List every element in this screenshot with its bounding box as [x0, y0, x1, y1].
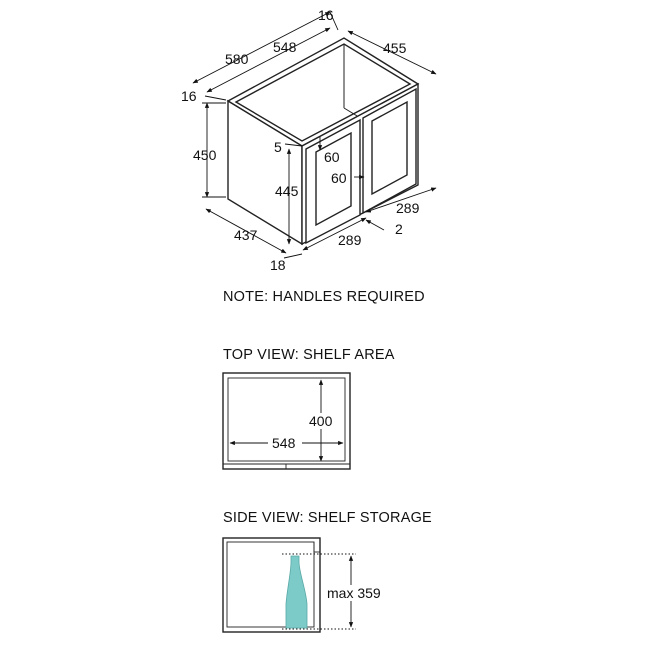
dim-depth: 455: [383, 40, 407, 56]
iso-dimension-labels: 16 548 580 455 16 450 5 60 60 445 437 28…: [181, 7, 420, 273]
dim-door-thickness: 18: [270, 257, 286, 273]
top-view-depth: 400: [309, 413, 333, 429]
dim-bottom-depth: 437: [234, 227, 258, 243]
top-view-outer: [222, 372, 351, 470]
dim-frame-side: 60: [331, 170, 347, 186]
side-view-heading: SIDE VIEW: SHELF STORAGE: [223, 510, 432, 526]
iso-cabinet: [226, 37, 420, 246]
top-view-drawing: [222, 372, 351, 470]
dim-gap-between-doors: 2: [395, 221, 403, 237]
dim-door-width-right: 289: [396, 200, 420, 216]
dim-outer-width: 580: [225, 51, 249, 67]
dim-door-height: 445: [275, 183, 299, 199]
dim-side-panel: 16: [181, 88, 197, 104]
side-view-drawing: [222, 537, 321, 633]
left-door-panel: [315, 131, 352, 227]
side-view-inner: [226, 541, 315, 628]
dim-inner-width: 548: [273, 39, 297, 55]
dim-frame-top: 60: [324, 149, 340, 165]
iso-dimension-lines: [192, 11, 437, 259]
side-view-outer: [222, 537, 321, 633]
dim-height: 450: [193, 147, 217, 163]
dim-door-gap: 5: [274, 139, 282, 155]
top-view-heading: TOP VIEW: SHELF AREA: [223, 347, 395, 363]
note-handles: NOTE: HANDLES REQUIRED: [223, 289, 425, 305]
side-view-max-height: max 359: [327, 585, 381, 601]
dim-top-panel: 16: [318, 7, 334, 23]
right-door-panel: [371, 100, 408, 196]
dim-door-width-left: 289: [338, 232, 362, 248]
bottle-icon: [285, 555, 308, 629]
top-view-inner: [227, 377, 346, 462]
top-view-width: 548: [272, 435, 296, 451]
